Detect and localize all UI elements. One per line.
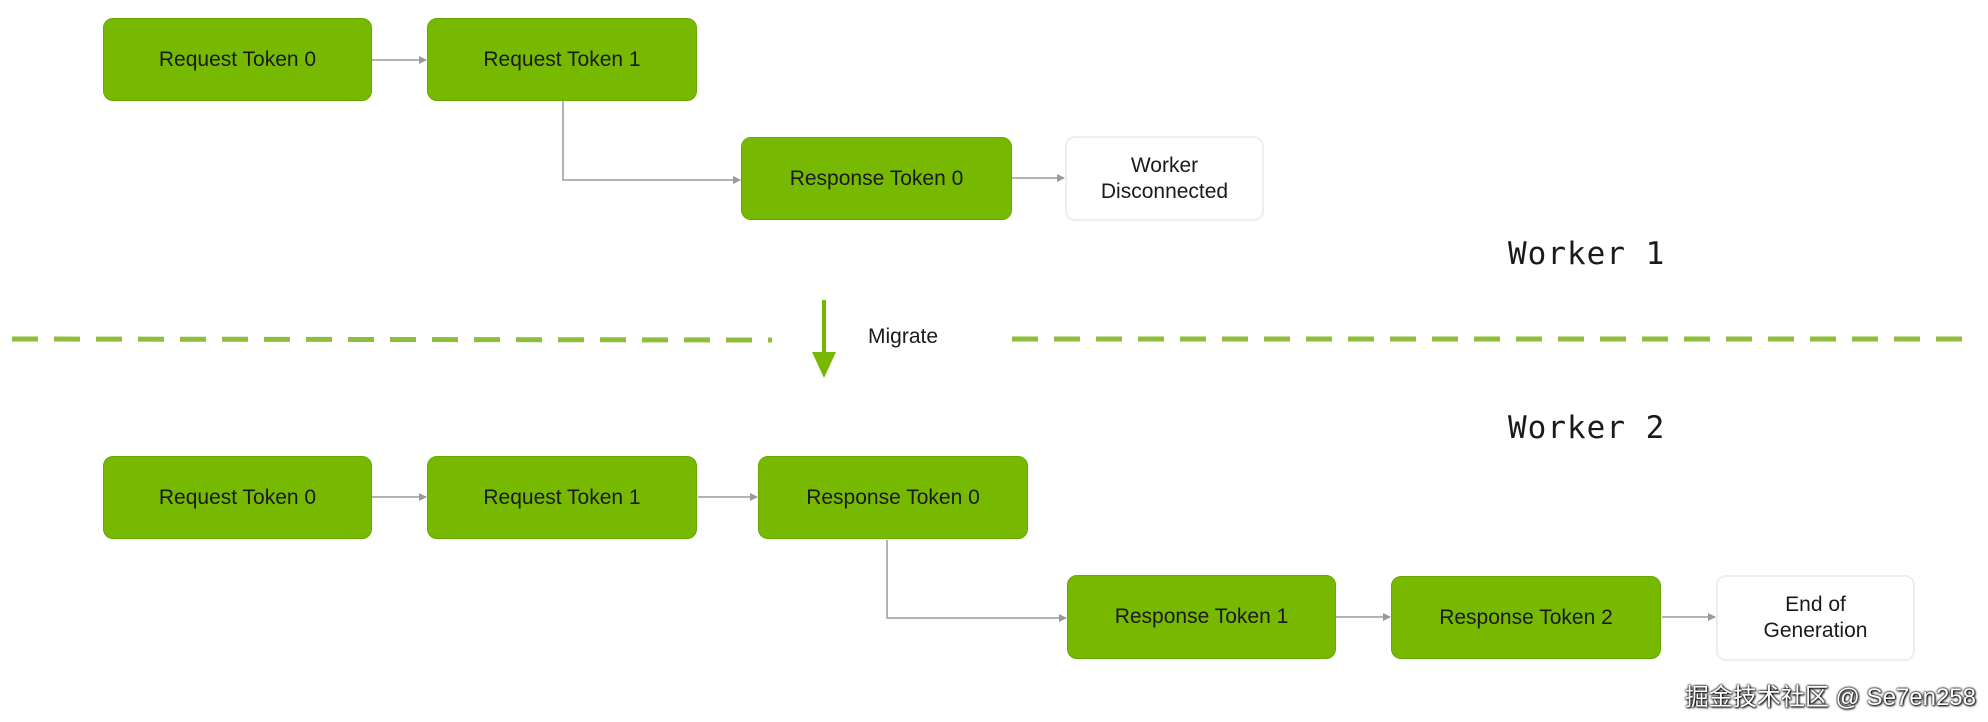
node-label: Request Token 1 (483, 485, 641, 509)
w2-response-token-1: Response Token 1 (1067, 575, 1336, 659)
w2-response-token-2: Response Token 2 (1391, 576, 1661, 659)
divider-left (11, 336, 773, 343)
w2-response-token-0: Response Token 0 (758, 456, 1028, 539)
node-label: End of Generation (1763, 593, 1868, 642)
w2-end-of-generation: End of Generation (1716, 575, 1915, 661)
node-label: Worker Disconnected (1100, 153, 1229, 203)
migrate-label: Migrate (868, 325, 939, 348)
w1-response-token-0: Response Token 0 (741, 137, 1012, 220)
node-label: Response Token 0 (789, 166, 964, 190)
w1-request-token-1: Request Token 1 (427, 18, 697, 101)
worker-1-label: Worker 1 (1508, 236, 1666, 272)
node-label: Response Token 0 (806, 485, 980, 509)
node-label: Request Token 1 (483, 47, 641, 71)
watermark: 掘金技术社区 @ Se7en258 (1684, 684, 1976, 711)
w1-request-token-0: Request Token 0 (103, 18, 372, 101)
node-label: Request Token 0 (158, 485, 317, 509)
edge-w1-req1-resp0 (562, 101, 741, 184)
w2-request-token-1: Request Token 1 (427, 456, 697, 539)
node-label: Request Token 0 (158, 47, 317, 71)
worker-2-label: Worker 2 (1508, 410, 1666, 446)
edge-w2-resp0-resp1 (886, 540, 1067, 622)
w1-worker-disconnected: Worker Disconnected (1065, 136, 1264, 221)
node-label: Response Token 1 (1114, 605, 1289, 628)
node-label: Response Token 2 (1439, 605, 1613, 629)
w2-request-token-0: Request Token 0 (103, 456, 372, 539)
migrate-arrow-icon (812, 352, 836, 378)
